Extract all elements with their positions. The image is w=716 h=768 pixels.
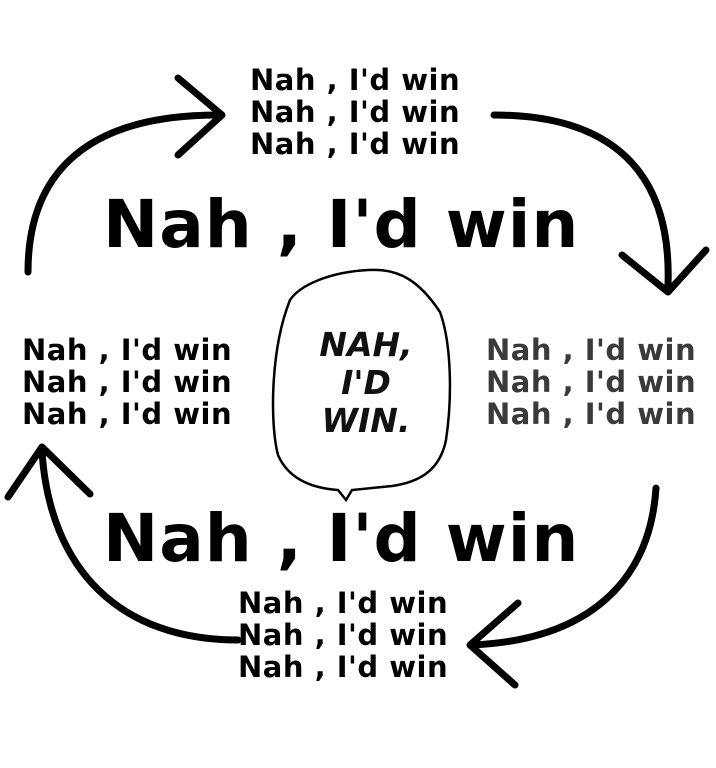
right-line: Nah , I'd win: [486, 397, 697, 431]
top-line: Nah , I'd win: [250, 95, 461, 129]
bubble-line: I'D: [341, 363, 391, 402]
left-line: Nah , I'd win: [22, 397, 233, 431]
cycle-arrow-bottom-left: [38, 448, 242, 644]
left-line: Nah , I'd win: [22, 333, 233, 367]
right-text-stack: Nah , I'd win Nah , I'd win Nah , I'd wi…: [486, 334, 696, 430]
bubble-line: WIN.: [321, 401, 411, 440]
arrowhead-top-left: [174, 74, 226, 159]
bottom-text-stack: Nah , I'd win Nah , I'd win Nah , I'd wi…: [238, 587, 448, 683]
right-line: Nah , I'd win: [486, 365, 697, 399]
cycle-arrow-bottom-right: [468, 484, 660, 649]
bubble-line: NAH,: [319, 325, 413, 364]
left-line: Nah , I'd win: [22, 365, 233, 399]
bottom-line: Nah , I'd win: [238, 586, 449, 620]
speech-bubble-text: NAH, I'D WIN.: [296, 326, 436, 440]
left-text-stack: Nah , I'd win Nah , I'd win Nah , I'd wi…: [22, 334, 232, 430]
lower-big-text: Nah , I'd win: [103, 500, 580, 577]
arrowhead-bottom-right: [466, 599, 522, 689]
top-line: Nah , I'd win: [250, 127, 461, 161]
upper-big-text: Nah , I'd win: [103, 186, 580, 263]
arrowhead-bottom-left: [4, 443, 94, 501]
top-line: Nah , I'd win: [250, 63, 461, 97]
cycle-arrow-top-left: [24, 111, 222, 276]
right-line: Nah , I'd win: [486, 333, 697, 367]
bottom-line: Nah , I'd win: [238, 618, 449, 652]
bottom-line: Nah , I'd win: [238, 650, 449, 684]
arrowhead-top-right: [618, 246, 710, 296]
top-text-stack: Nah , I'd win Nah , I'd win Nah , I'd wi…: [250, 64, 460, 160]
cycle-arrow-top-right: [490, 111, 672, 289]
